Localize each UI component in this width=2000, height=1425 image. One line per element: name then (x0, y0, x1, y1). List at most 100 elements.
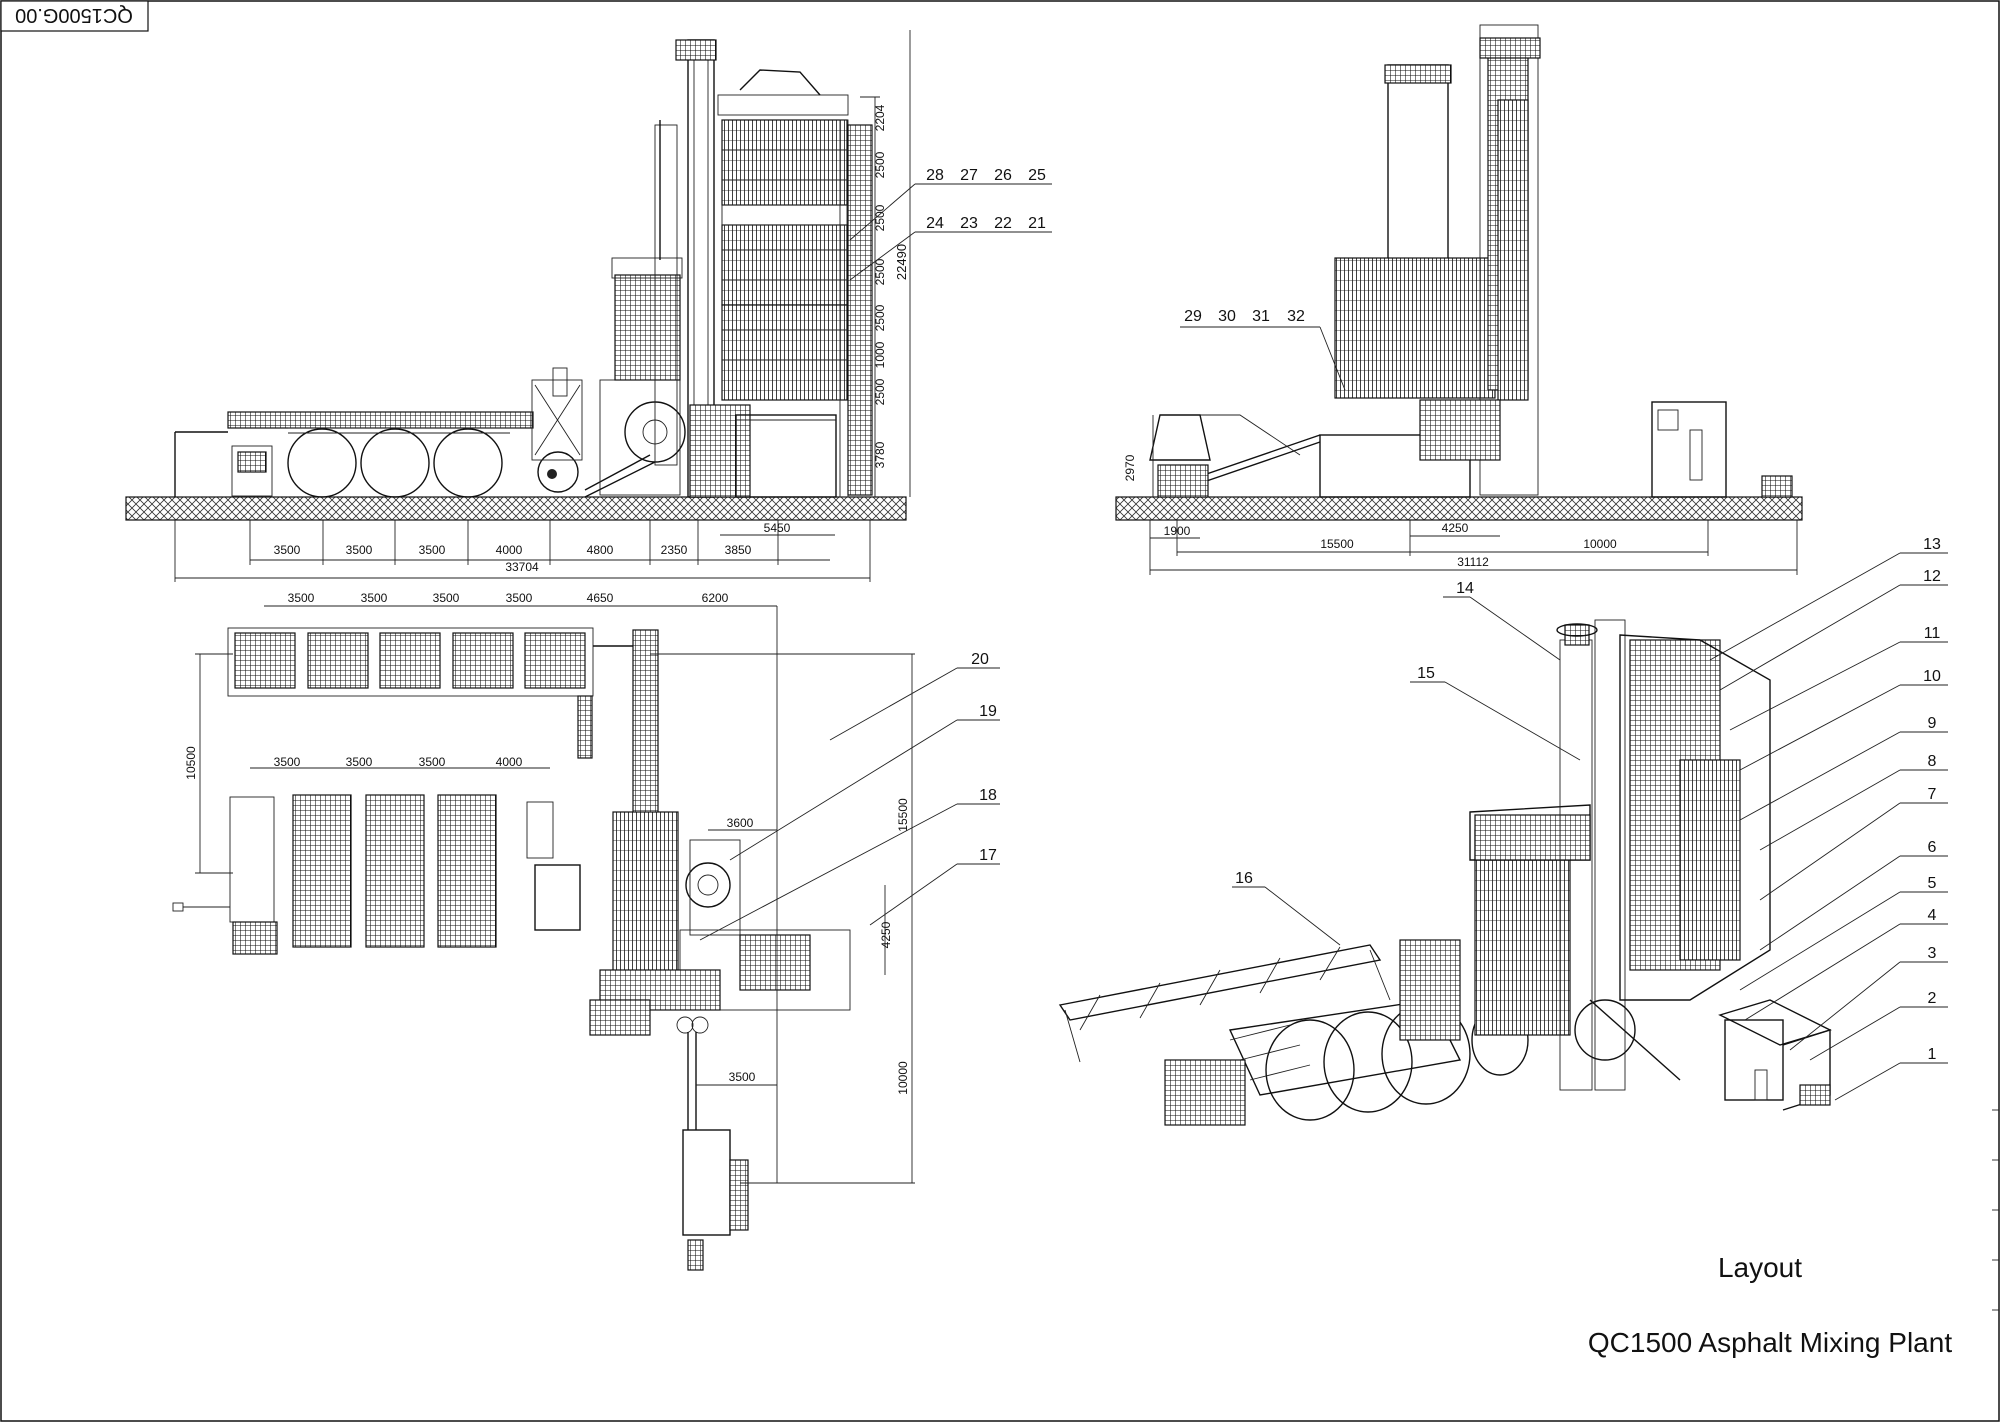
bitumen-tank (287, 428, 357, 498)
callout-number: 26 (994, 167, 1012, 184)
callout-number: 28 (926, 167, 944, 184)
drawing-code-box: QC1500G.00 (0, 0, 149, 32)
length-dim: 3600 (727, 816, 754, 830)
length-dim: 4250 (1442, 521, 1469, 535)
front-callouts: 28 27 26 25 24 23 22 21 (849, 167, 1052, 281)
callout-number: 14 (1456, 580, 1474, 597)
callout-number: 15 (1417, 665, 1435, 682)
height-dim: 3780 (873, 441, 887, 468)
callout-number: 24 (926, 215, 944, 232)
callout-number: 21 (1028, 215, 1046, 232)
drawing-code: QC1500G.00 (15, 4, 133, 26)
callout-number: 4 (1928, 907, 1937, 924)
callout-number: 27 (960, 167, 978, 184)
product-title: QC1500 Asphalt Mixing Plant (1588, 1327, 1952, 1358)
feeder-bin (524, 632, 586, 689)
length-dim: 3500 (274, 543, 301, 557)
callout-number: 1 (1928, 1046, 1937, 1063)
control-room (1651, 401, 1727, 498)
height-dim: 2500 (873, 304, 887, 331)
length-dim: 1900 (1164, 524, 1191, 538)
iso-tank (1265, 1019, 1355, 1121)
callout-number: 25 (1028, 167, 1046, 184)
side-dims: 2970 1900 4250 15500 10000 31112 (1123, 415, 1798, 575)
plan-dims: 3500 3500 3500 3500 4650 6200 3500 3500 … (184, 591, 915, 1184)
length-dim: 3500 (433, 591, 460, 605)
callout-number: 16 (1235, 870, 1253, 887)
callout-number: 3 (1928, 945, 1937, 962)
total-length-dim: 31112 (1457, 555, 1489, 569)
tank-plan (437, 794, 497, 948)
front-elevation-view (125, 30, 911, 521)
length-dim: 3500 (346, 543, 373, 557)
ground-hatch (1115, 496, 1803, 521)
ground-hatch (125, 496, 907, 521)
length-dim: 3500 (346, 755, 373, 769)
callout-number: 9 (1928, 715, 1937, 732)
side-elevation-view (1115, 24, 1803, 521)
length-dim: 3500 (419, 755, 446, 769)
callout-number: 20 (971, 651, 989, 668)
callout-number: 23 (960, 215, 978, 232)
callout-number: 30 (1218, 308, 1236, 325)
length-dim: 15500 (1320, 537, 1354, 551)
callout-number: 5 (1928, 875, 1937, 892)
width-dim: 15500 (896, 798, 910, 832)
side-callouts: 29 30 31 32 (1180, 308, 1346, 391)
length-dim: 3500 (419, 543, 446, 557)
callout-number: 2 (1928, 990, 1937, 1007)
length-dim: 3500 (729, 1070, 756, 1084)
feeder-bin (234, 632, 296, 689)
plan-callouts: 20 19 18 17 (699, 651, 1000, 941)
iso-control-room (1724, 1019, 1784, 1101)
callout-number: 17 (979, 847, 997, 864)
bitumen-tank (433, 428, 503, 498)
height-dim: 1000 (873, 341, 887, 368)
total-height-dim: 22490 (894, 244, 909, 280)
tank-plan (292, 794, 352, 948)
length-dim: 3850 (725, 543, 752, 557)
length-dim: 4650 (587, 591, 614, 605)
length-dim: 3500 (506, 591, 533, 605)
callout-number: 22 (994, 215, 1012, 232)
length-dim: 4000 (496, 543, 523, 557)
width-dim: 10500 (184, 746, 198, 780)
length-dim: 3500 (361, 591, 388, 605)
plan-view (172, 627, 851, 1271)
feeder-bin (307, 632, 369, 689)
callout-number: 13 (1923, 536, 1941, 553)
callout-number: 11 (1924, 625, 1941, 642)
length-dim: 10000 (1583, 537, 1617, 551)
height-dim: 2204 (873, 104, 887, 131)
length-dim: 3500 (274, 755, 301, 769)
callout-number: 7 (1928, 786, 1937, 803)
callout-number: 29 (1184, 308, 1202, 325)
front-bottom-dims: 3500 3500 3500 4000 4800 2350 3850 5450 … (174, 520, 871, 582)
length-dim: 3500 (288, 591, 315, 605)
iso-tank (1323, 1011, 1413, 1113)
width-dim: 4250 (879, 921, 893, 948)
iso-callouts: 13 12 11 10 9 8 7 6 5 4 3 2 1 14 15 16 (1235, 536, 1941, 1063)
isometric-view (1058, 552, 1948, 1126)
callout-number: 6 (1928, 839, 1937, 856)
length-dim: 6200 (702, 591, 729, 605)
bitumen-tank (360, 428, 430, 498)
callout-number: 31 (1252, 308, 1270, 325)
callout-number: 18 (979, 787, 997, 804)
width-dim: 10000 (896, 1061, 910, 1095)
length-dim: 2350 (661, 543, 688, 557)
total-length-dim: 33704 (505, 560, 539, 574)
callout-number: 8 (1928, 753, 1937, 770)
callout-number: 19 (979, 703, 997, 720)
length-dim: 4800 (587, 543, 614, 557)
callout-number: 32 (1287, 308, 1305, 325)
front-height-dims: 2204 2500 2500 2500 2500 1000 2500 3780 … (873, 104, 909, 468)
feeder-bin (379, 632, 441, 689)
tank-plan (365, 794, 425, 948)
callout-number: 12 (1923, 568, 1941, 585)
length-dim: 4000 (496, 755, 523, 769)
feeder-bin (452, 632, 514, 689)
height-dim: 2500 (873, 378, 887, 405)
